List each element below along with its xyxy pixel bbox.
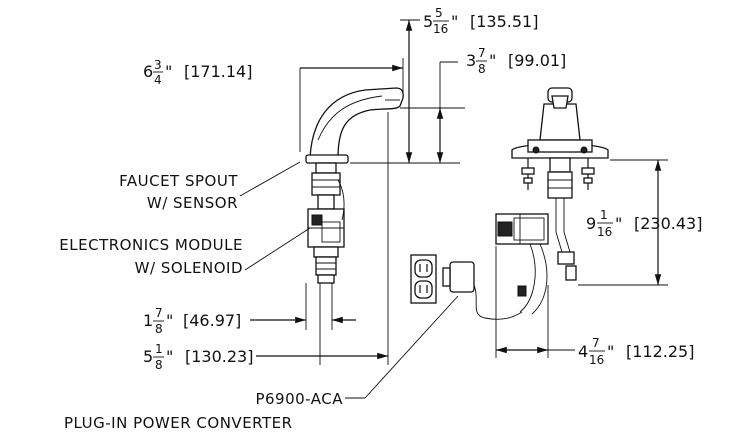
svg-text:1: 1 bbox=[600, 208, 608, 222]
svg-text:[171.14]: [171.14] bbox=[184, 62, 252, 81]
svg-text:": " bbox=[451, 12, 458, 31]
svg-text:9: 9 bbox=[586, 214, 596, 233]
svg-text:5: 5 bbox=[435, 6, 443, 20]
svg-text:7: 7 bbox=[478, 46, 486, 60]
svg-text:": " bbox=[615, 214, 622, 233]
svg-text:8: 8 bbox=[155, 358, 163, 372]
electronics-module-label: ELECTRONICS MODULE bbox=[59, 236, 243, 254]
dim-module-offset: 4 7 16 " [112.25] bbox=[578, 336, 694, 367]
svg-text:7: 7 bbox=[155, 306, 163, 320]
svg-text:1: 1 bbox=[155, 342, 163, 356]
svg-text:[99.01]: [99.01] bbox=[508, 51, 566, 70]
power-converter bbox=[442, 261, 523, 320]
faucet-spout-label: FAUCET SPOUT bbox=[119, 172, 238, 190]
side-view-faucet bbox=[305, 87, 404, 284]
dim-spout-height: 5 5 16 " [135.51] bbox=[423, 6, 538, 36]
converter-model-label: P6900-ACA bbox=[255, 390, 343, 408]
svg-text:16: 16 bbox=[597, 225, 612, 239]
svg-text:5: 5 bbox=[143, 347, 153, 366]
svg-text:": " bbox=[607, 342, 614, 361]
svg-text:": " bbox=[489, 51, 496, 70]
svg-text:[230.43]: [230.43] bbox=[634, 214, 702, 233]
dim-module-width: 1 7 8 " [46.97] bbox=[143, 306, 241, 336]
svg-text:8: 8 bbox=[478, 62, 486, 76]
svg-text:": " bbox=[166, 311, 173, 330]
svg-text:": " bbox=[166, 347, 173, 366]
svg-text:[46.97]: [46.97] bbox=[183, 311, 241, 330]
svg-text:16: 16 bbox=[589, 353, 604, 367]
svg-text:3: 3 bbox=[154, 58, 162, 72]
converter-description-label: PLUG-IN POWER CONVERTER bbox=[64, 414, 293, 432]
dimension-lines bbox=[250, 19, 668, 365]
svg-text:6: 6 bbox=[143, 62, 153, 81]
svg-text:16: 16 bbox=[433, 22, 448, 36]
dim-spout-reach: 6 3 4 " [171.14] bbox=[143, 58, 252, 87]
dim-overall-width: 5 1 8 " [130.23] bbox=[143, 342, 253, 372]
electronics-module-sublabel: W/ SOLENOID bbox=[135, 259, 243, 277]
svg-text:1: 1 bbox=[143, 311, 153, 330]
svg-text:7: 7 bbox=[592, 336, 600, 350]
svg-text:[112.25]: [112.25] bbox=[626, 342, 694, 361]
wall-outlet bbox=[410, 254, 437, 304]
svg-text:4: 4 bbox=[154, 73, 162, 87]
svg-text:[130.23]: [130.23] bbox=[185, 347, 253, 366]
dim-below-deck: 9 1 16 " [230.43] bbox=[586, 208, 702, 239]
svg-text:4: 4 bbox=[578, 342, 588, 361]
faucet-spout-sublabel: W/ SENSOR bbox=[147, 194, 238, 212]
front-view-faucet bbox=[495, 87, 609, 315]
svg-text:": " bbox=[165, 62, 172, 81]
svg-text:8: 8 bbox=[155, 322, 163, 336]
leader-lines bbox=[239, 161, 459, 399]
svg-text:5: 5 bbox=[423, 12, 433, 31]
part-labels: FAUCET SPOUT W/ SENSOR ELECTRONICS MODUL… bbox=[59, 172, 343, 432]
svg-text:3: 3 bbox=[466, 51, 476, 70]
dim-spout-outlet: 3 7 8 " [99.01] bbox=[466, 46, 566, 76]
svg-text:[135.51]: [135.51] bbox=[470, 12, 538, 31]
